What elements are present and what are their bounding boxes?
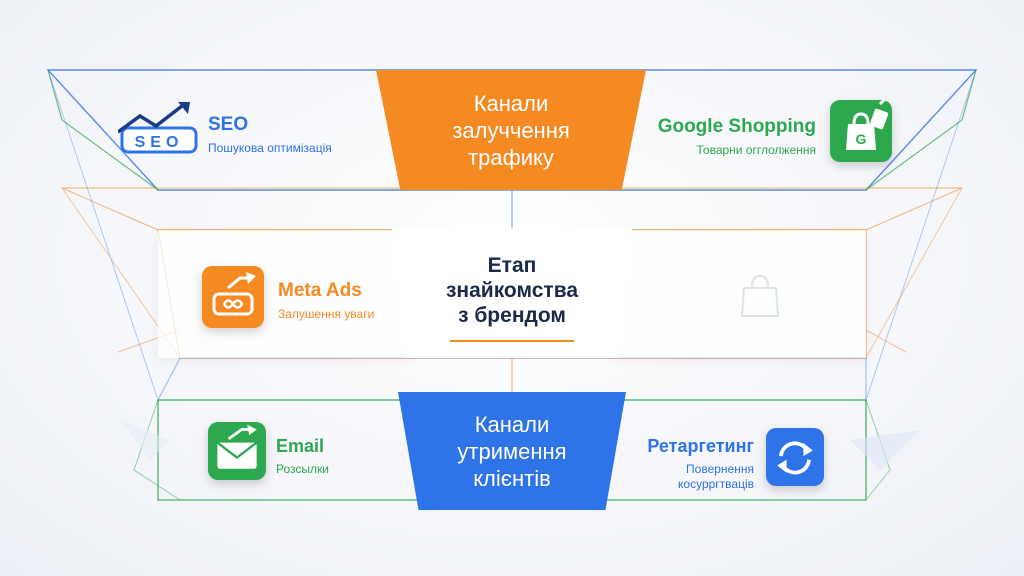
ghost-bag-icon (738, 270, 782, 325)
retargeting-title: Ретаргетинг (647, 436, 754, 456)
meta-growth-icon (202, 266, 264, 328)
middle-right-panel (611, 230, 866, 358)
google-shopping-subtitle: Товарни огглолження (696, 143, 816, 157)
seo-label-group: SEO Пошукова оптимізація (208, 114, 332, 156)
meta-ads-subtitle: Залушення уваги (278, 307, 375, 321)
seo-chart-icon: SEO (118, 100, 202, 162)
email-subtitle: Розсылки (276, 462, 329, 476)
seo-icon-text: SEO (135, 134, 184, 151)
stage-awareness-panel (392, 228, 632, 358)
shopping-bag-icon: G (830, 100, 892, 162)
stage-acquisition: Канали залуччення трафику (376, 70, 646, 190)
awareness-underline (450, 340, 574, 342)
retargeting-subtitle: Повернення косурргтваців (678, 462, 754, 491)
google-shopping-label-group: Google Shopping Товарни огглолження (640, 116, 816, 158)
envelope-icon (208, 422, 266, 480)
shopping-icon-text: G (856, 131, 867, 147)
seo-subtitle: Пошукова оптимізація (208, 141, 332, 155)
meta-ads-title: Meta Ads (278, 280, 362, 301)
retargeting-label-group: Ретаргетинг Повернення косурргтваців (630, 436, 754, 492)
stage-awareness: Етап знайкомства з брендом (445, 253, 579, 327)
seo-title: SEO (208, 114, 249, 135)
refresh-icon (766, 428, 824, 486)
email-title: Email (276, 436, 325, 456)
middle-left-panel (158, 230, 413, 358)
meta-ads-label-group: Meta Ads Залушення уваги (278, 280, 374, 322)
google-shopping-title: Google Shopping (657, 116, 816, 137)
stage-retention: Канали утримення клієнтів (398, 392, 626, 510)
email-label-group: Email Розсылки (276, 436, 329, 477)
